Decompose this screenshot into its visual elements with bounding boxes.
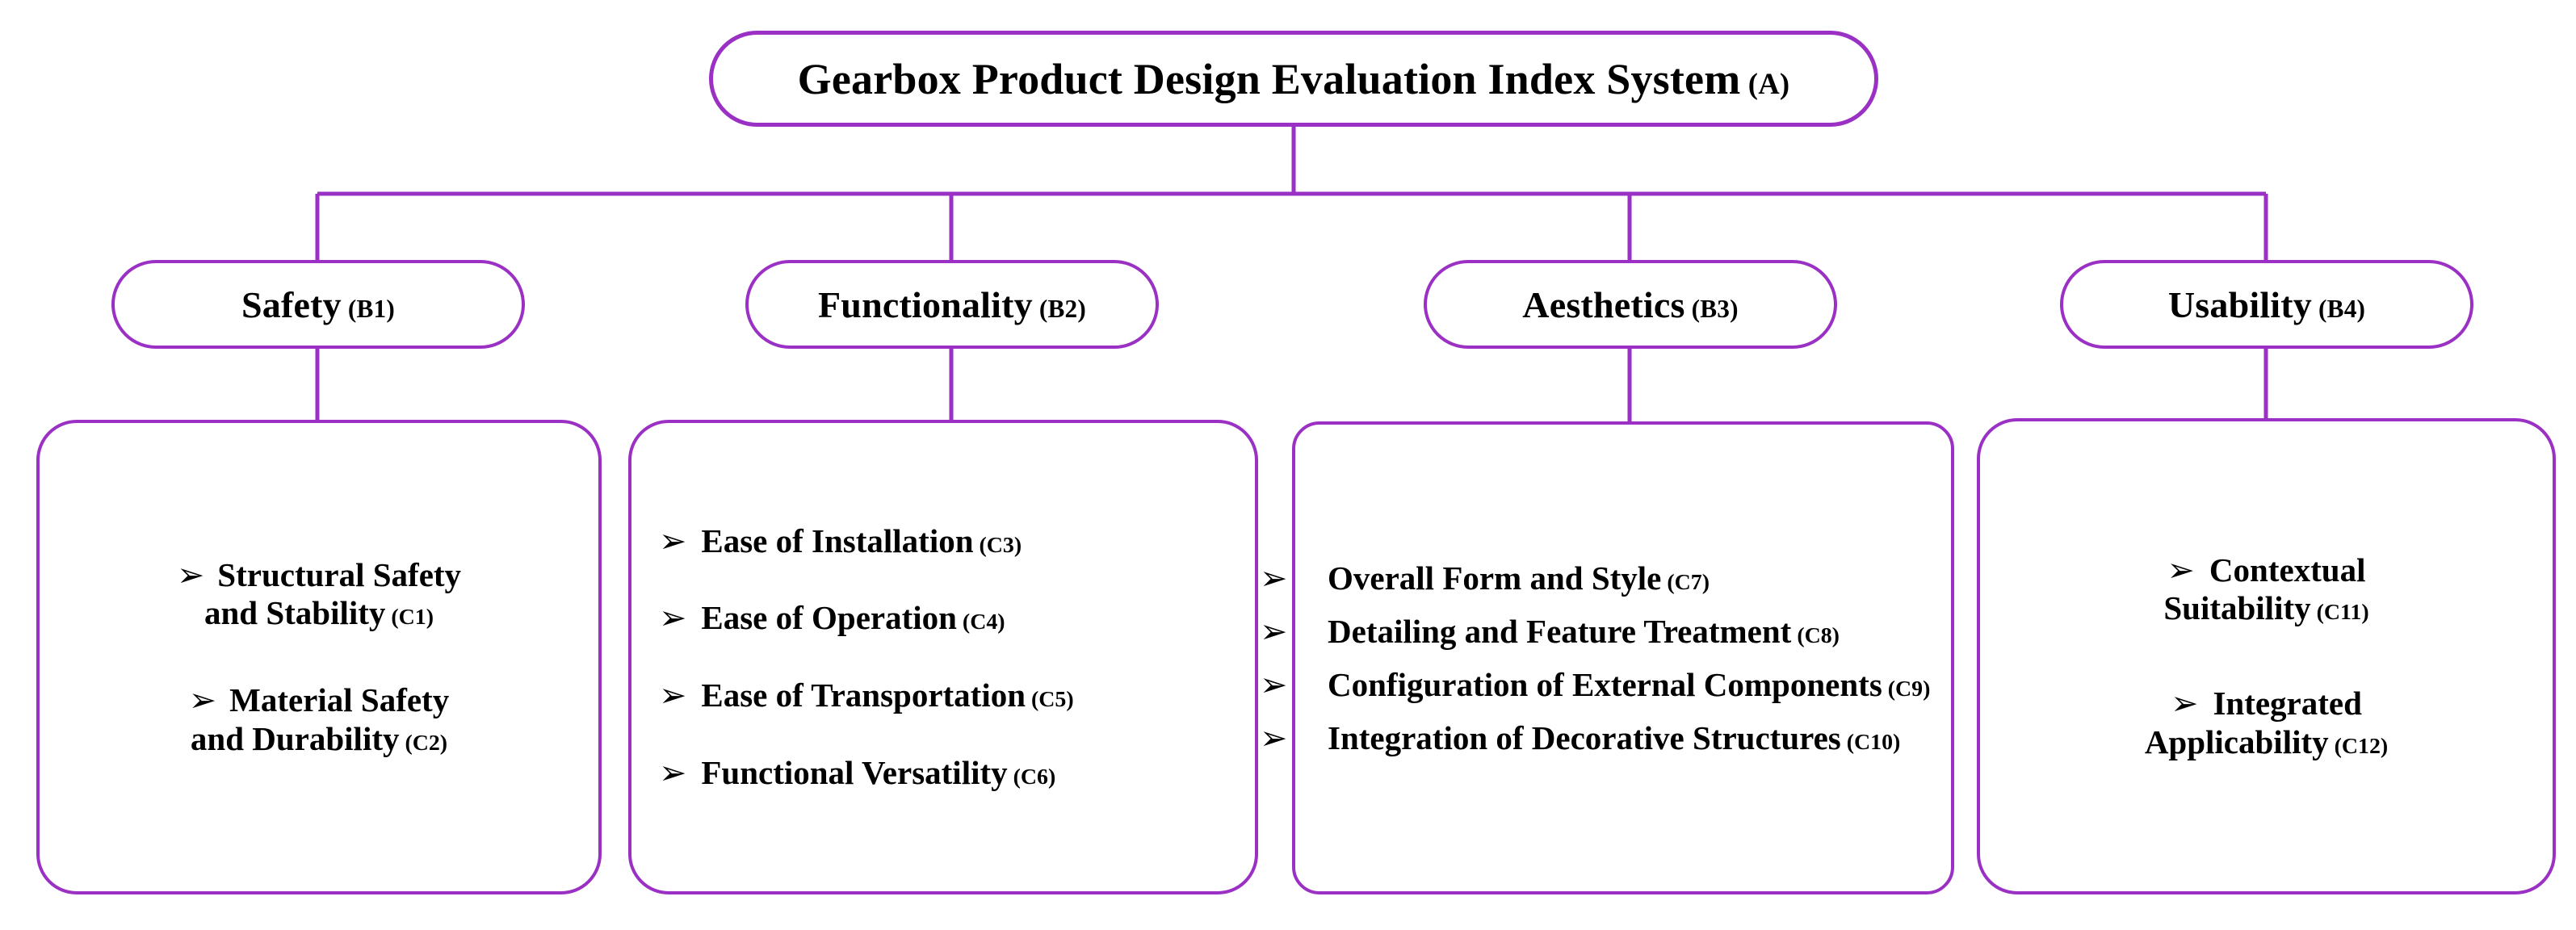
list-item-c9-line1: Configuration of External	[1328, 666, 1696, 703]
list-item-c1-line2-wrap: and Stability (C1)	[61, 594, 577, 633]
arrow-bullet-icon: ➢	[176, 555, 205, 593]
list-item-c1-code: (C1)	[385, 605, 434, 630]
node-b1-label: Safety	[241, 283, 342, 325]
list-item-c1-line1: Structural Safety	[217, 555, 462, 593]
list-item-c7-line1: Overall Form and Style	[1328, 559, 1662, 597]
list-item-c2-line1: Material Safety	[229, 681, 450, 718]
node-c-group-safety[interactable]: ➢ Structural Safety and Stability (C1) ➢…	[36, 420, 602, 894]
list-item-c5-label: Ease of Transportation	[701, 677, 1026, 714]
arrow-bullet-icon: ➢	[2171, 685, 2199, 722]
list-item-c8[interactable]: ➢ Detailing and Feature Treatment (C8)	[1260, 612, 1840, 650]
list-functionality: ➢ Ease of Installation (C3) ➢ Ease of Op…	[631, 423, 1255, 891]
node-root-title: Gearbox Product Design Evaluation Index …	[798, 54, 1790, 104]
list-item-c3-label: Ease of Installation	[701, 522, 974, 559]
list-item-c4-label: Ease of Operation	[701, 599, 957, 637]
list-item-c8-line1: Detailing and Feature	[1328, 612, 1636, 650]
node-b3-code: (B3)	[1684, 294, 1739, 323]
list-item-c9-code: (C9)	[1882, 677, 1931, 702]
list-item-c12-line1: Integrated	[2213, 685, 2362, 722]
node-b2-title: Functionality (B2)	[818, 283, 1086, 326]
list-item-c10[interactable]: ➢ Integration of Decorative Structures (…	[1260, 719, 1901, 757]
node-b3-label: Aesthetics	[1522, 283, 1685, 325]
list-item-c12-line2: Applicability	[2144, 723, 2329, 760]
list-item-c11-line2-wrap: Suitability (C11)	[1998, 589, 2535, 628]
list-item-c7-code: (C7)	[1661, 569, 1710, 595]
list-item-c12-code: (C12)	[2328, 733, 2389, 759]
list-item-c11-code: (C11)	[2310, 600, 2369, 626]
list-safety: ➢ Structural Safety and Stability (C1) ➢…	[40, 423, 598, 891]
list-item-c2[interactable]: ➢ Material Safety and Durability (C2)	[61, 681, 577, 758]
list-item-c8-line2: Treatment	[1643, 612, 1792, 650]
arrow-bullet-icon: ➢	[659, 599, 687, 637]
list-item-c6-label: Functional Versatility	[701, 753, 1008, 791]
list-item-c4[interactable]: ➢ Ease of Operation (C4)	[659, 599, 1231, 638]
arrow-bullet-icon: ➢	[2167, 551, 2195, 589]
list-usability: ➢ Contextual Suitability (C11) ➢ Integra…	[1980, 421, 2553, 891]
list-item-c3[interactable]: ➢ Ease of Installation (C3)	[659, 522, 1231, 561]
node-root-code: (A)	[1740, 66, 1790, 100]
list-item-c10-code: (C10)	[1840, 730, 1901, 756]
node-root-a[interactable]: Gearbox Product Design Evaluation Index …	[709, 31, 1878, 127]
arrow-bullet-icon: ➢	[659, 753, 687, 791]
list-item-c2-line2: and Durability	[190, 719, 400, 757]
list-item-c5[interactable]: ➢ Ease of Transportation (C5)	[659, 677, 1231, 715]
node-b3-aesthetics[interactable]: Aesthetics (B3)	[1424, 260, 1837, 349]
node-b4-usability[interactable]: Usability (B4)	[2060, 260, 2473, 349]
list-item-c2-line2-wrap: and Durability (C2)	[61, 720, 577, 759]
list-item-c11[interactable]: ➢ Contextual Suitability (C11)	[1998, 551, 2535, 628]
node-b4-label: Usability	[2167, 283, 2313, 325]
list-item-c4-code: (C4)	[956, 610, 1005, 635]
list-item-c2-code: (C2)	[399, 730, 448, 756]
list-item-c1[interactable]: ➢ Structural Safety and Stability (C1)	[61, 556, 577, 633]
arrow-bullet-icon: ➢	[659, 522, 687, 559]
node-c-group-usability[interactable]: ➢ Contextual Suitability (C11) ➢ Integra…	[1977, 418, 2556, 894]
node-b2-code: (B2)	[1032, 294, 1086, 323]
node-b1-code: (B1)	[341, 294, 395, 323]
list-item-c9-line2: Components	[1703, 666, 1882, 703]
node-c-group-functionality[interactable]: ➢ Ease of Installation (C3) ➢ Ease of Op…	[628, 420, 1258, 894]
list-item-c1-line2: and Stability	[203, 594, 386, 632]
list-item-c11-line1: Contextual	[2209, 551, 2366, 589]
list-item-c5-code: (C5)	[1026, 687, 1074, 712]
node-b2-functionality[interactable]: Functionality (B2)	[745, 260, 1159, 349]
list-item-c10-line1: Integration of Decorative	[1328, 719, 1684, 757]
list-item-c9[interactable]: ➢ Configuration of External Components (…	[1260, 666, 1931, 703]
arrow-bullet-icon: ➢	[659, 677, 687, 714]
node-b3-title: Aesthetics (B3)	[1522, 283, 1738, 326]
node-b4-title: Usability (B4)	[2168, 283, 2365, 326]
list-item-c8-code: (C8)	[1791, 622, 1840, 648]
arrow-bullet-icon: ➢	[188, 681, 217, 718]
list-item-c10-line2: Structures	[1693, 719, 1841, 757]
node-b2-label: Functionality	[818, 283, 1033, 325]
list-item-c7[interactable]: ➢ Overall Form and Style (C7)	[1260, 559, 1710, 597]
list-item-c6-code: (C6)	[1007, 764, 1056, 790]
node-b4-code: (B4)	[2312, 294, 2366, 323]
list-aesthetics: ➢ Overall Form and Style (C7) ➢ Detailin…	[1260, 425, 1951, 891]
list-item-c6[interactable]: ➢ Functional Versatility (C6)	[659, 754, 1231, 793]
node-b1-title: Safety (B1)	[241, 283, 395, 326]
list-item-c11-line2: Suitability	[2163, 589, 2311, 627]
list-item-c12[interactable]: ➢ Integrated Applicability (C12)	[1998, 685, 2535, 761]
list-item-c3-code: (C3)	[973, 532, 1022, 558]
node-root-label: Gearbox Product Design Evaluation Index …	[797, 54, 1741, 103]
list-item-c12-line2-wrap: Applicability (C12)	[1998, 723, 2535, 762]
node-b1-safety[interactable]: Safety (B1)	[111, 260, 525, 349]
node-c-group-aesthetics[interactable]: ➢ Overall Form and Style (C7) ➢ Detailin…	[1260, 421, 1954, 894]
